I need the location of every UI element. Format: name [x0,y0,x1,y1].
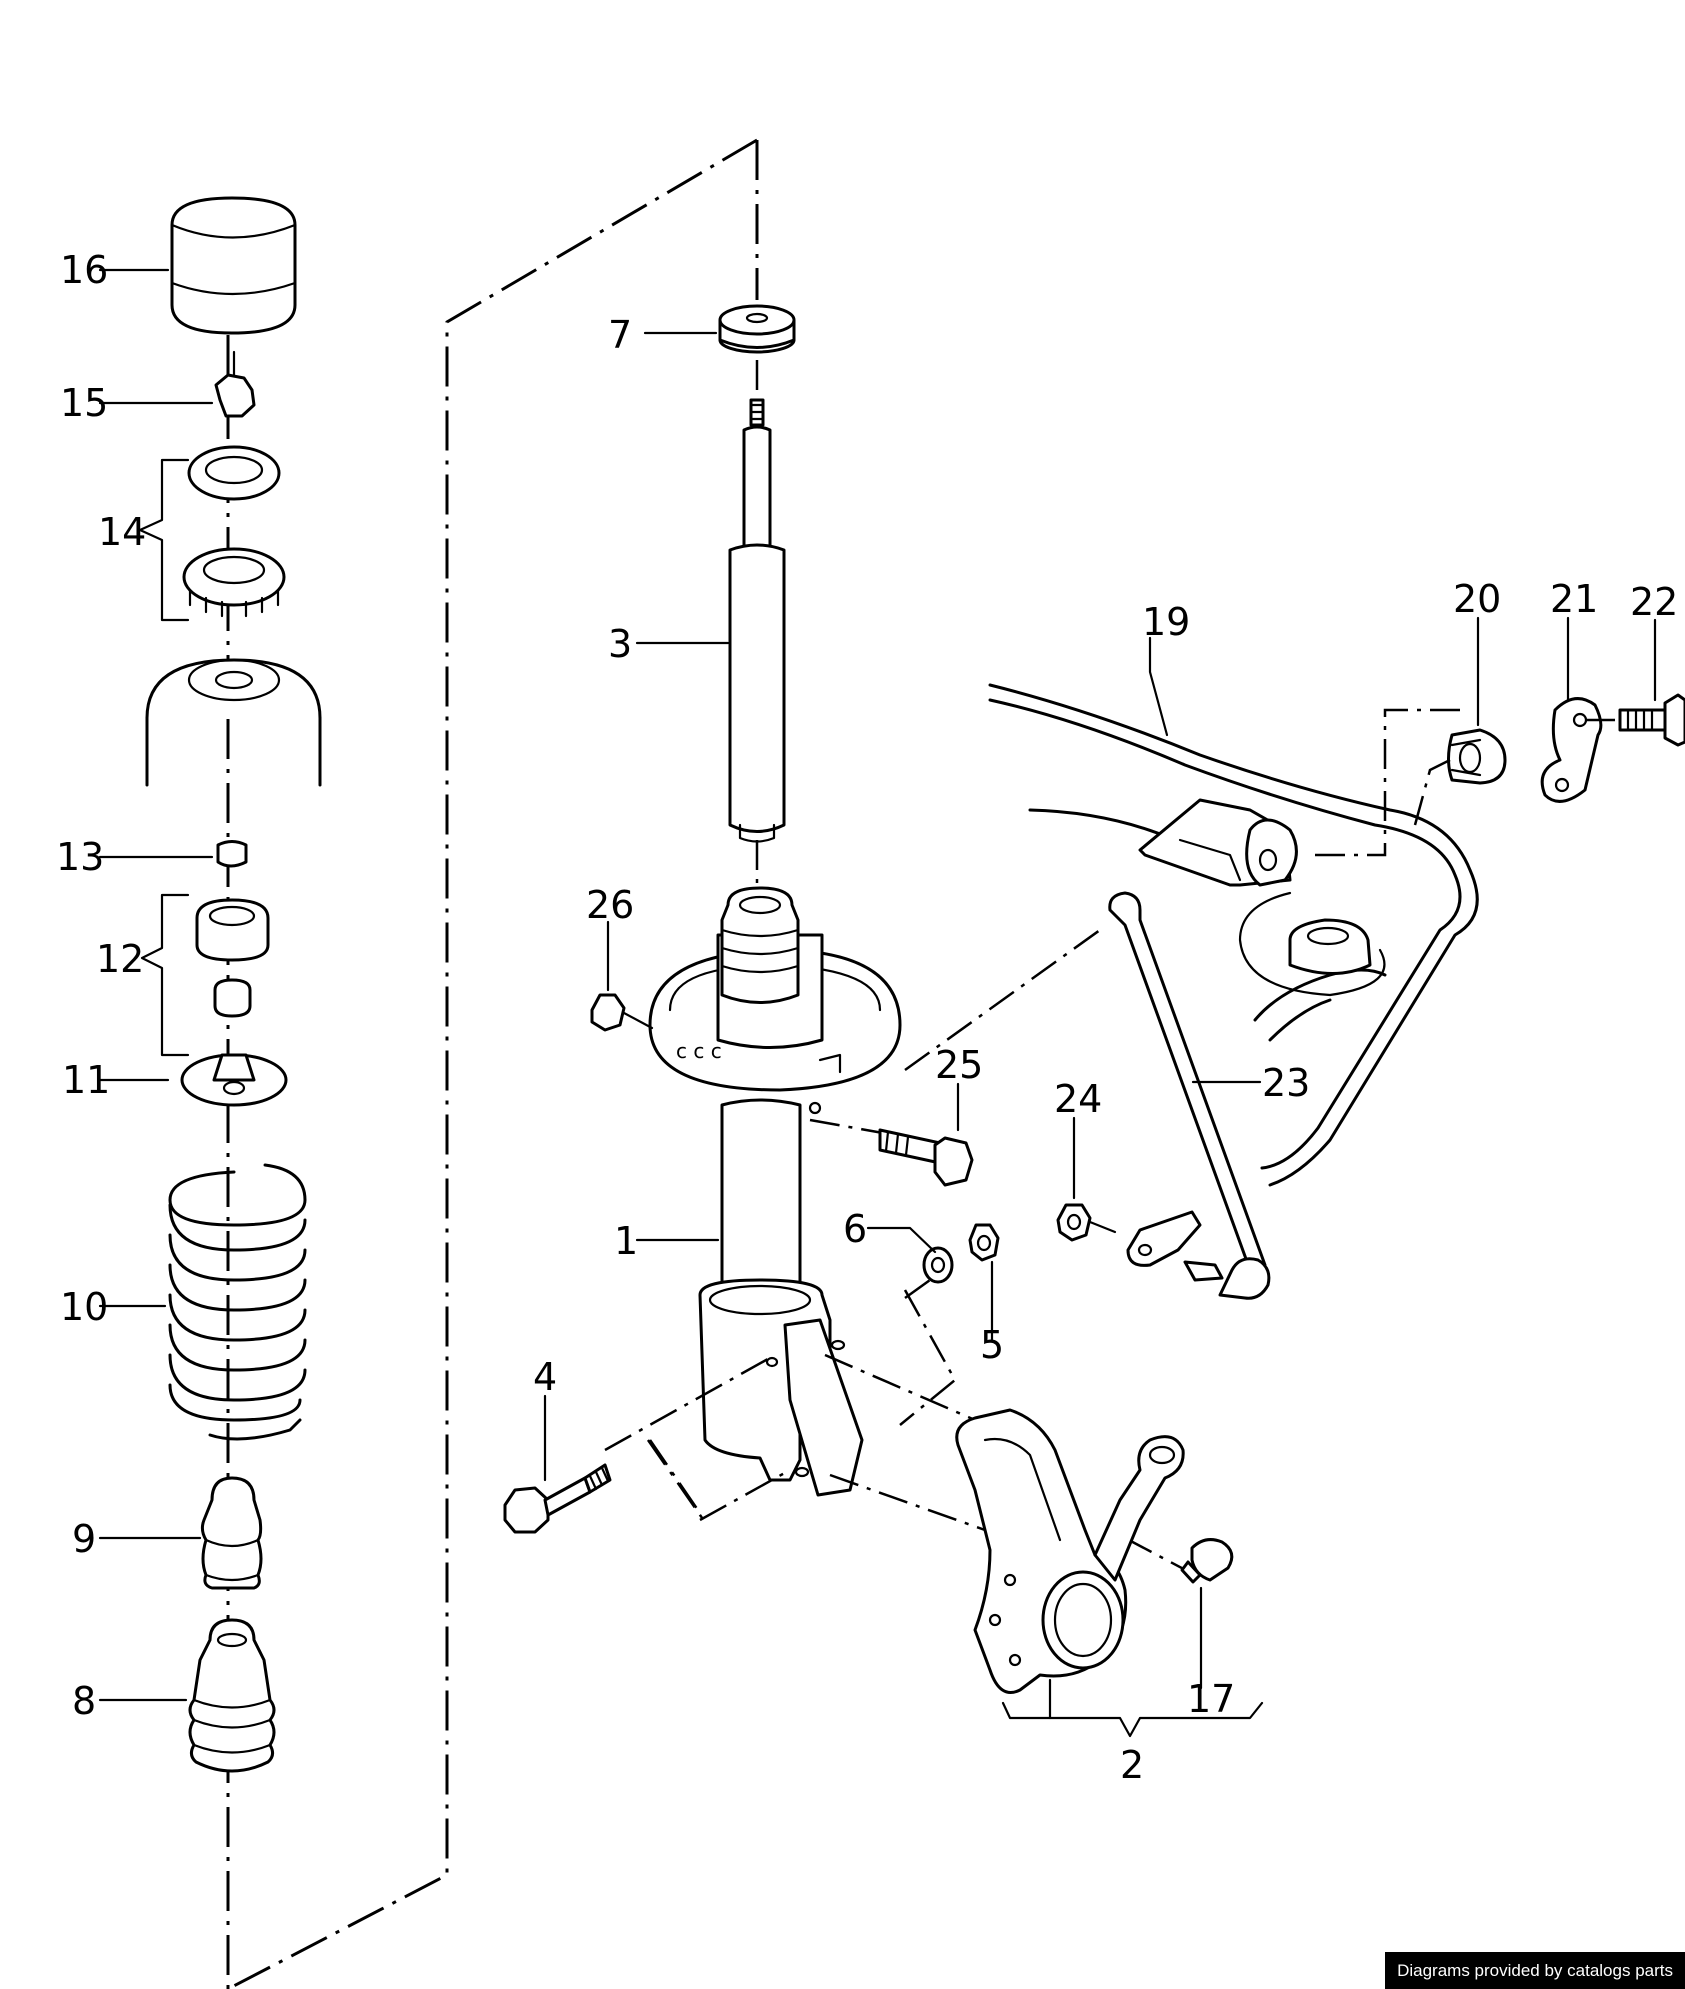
label-8: 8 [72,1679,96,1723]
part-12-rubber-mounts [195,898,270,1018]
link-lines-right [1315,708,1618,857]
part-2-steering-knuckle [955,1408,1185,1694]
part-17-pin [1180,1538,1234,1584]
label-13: 13 [56,835,104,879]
label-14: 14 [98,510,146,554]
part-7-washer [718,304,796,354]
label-20: 20 [1453,577,1501,621]
label-6: 6 [843,1207,867,1251]
label-26: 26 [586,883,634,927]
label-7: 7 [608,313,632,357]
part-4-long-bolt [503,1463,612,1534]
part-6-washer [922,1246,954,1284]
label-5: 5 [980,1323,1004,1367]
strut-body [698,1098,864,1497]
label-22: 22 [1630,580,1678,624]
part-15-nut [214,350,256,418]
spring-seat-dome [145,658,322,787]
label-2: 2 [1120,1743,1144,1787]
label-17: 17 [1187,1677,1235,1721]
part-25-bolt [878,1128,974,1187]
part-26-nut [590,993,654,1032]
part-22-bolt [1618,693,1685,747]
part-labels: 16 15 14 13 12 11 10 9 8 7 3 26 1 25 6 5… [56,248,1678,1787]
label-24: 24 [1054,1077,1102,1121]
part-21-clamp [1540,697,1603,803]
part-16-cap [170,196,297,335]
label-1: 1 [614,1219,638,1263]
part-3-shock-absorber [728,398,786,843]
label-19: 19 [1142,600,1190,644]
label-16: 16 [60,248,108,292]
part-14-bearing-set [182,445,286,618]
link-lines [604,360,1196,1577]
label-12: 12 [96,937,144,981]
part-8-dust-boot [188,1618,276,1773]
part-11-spring-plate [180,1053,288,1107]
part-5-nut [968,1223,1000,1262]
part-20-bushing [1447,728,1507,785]
svg-text:c c c: c c c [676,1039,722,1063]
label-9: 9 [72,1517,96,1561]
label-25: 25 [935,1043,983,1087]
leader-lines [98,268,1657,1738]
label-3: 3 [608,622,632,666]
label-10: 10 [60,1285,108,1329]
label-15: 15 [60,381,108,425]
part-13-bushing [216,840,248,868]
part-10-coil-spring [168,1163,307,1441]
label-11: 11 [62,1058,110,1102]
part-23-link-rod [1108,891,1271,1300]
part-24-nut [1056,1203,1117,1242]
credit-badge: Diagrams provided by catalogs parts [1385,1952,1685,1989]
part-9-bump-stop [200,1476,263,1590]
subframe-mount [1238,891,1386,997]
stabilizer-mount [1138,798,1298,887]
label-4: 4 [533,1355,557,1399]
label-21: 21 [1550,577,1598,621]
label-23: 23 [1262,1061,1310,1105]
part-1-strut-tower: c c c [648,886,902,1092]
part-19-stabilizer-bar [988,683,1479,1187]
